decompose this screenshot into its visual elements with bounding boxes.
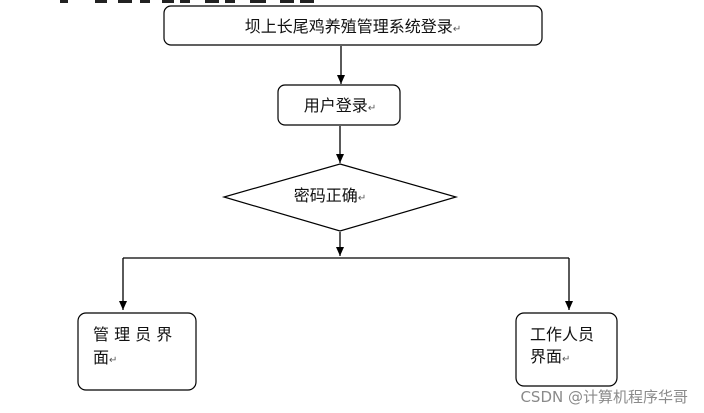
svg-text:工作人员: 工作人员 — [530, 325, 594, 344]
paragraph-mark: ↵ — [453, 24, 461, 35]
svg-text:密码正确↵: 密码正确↵ — [294, 186, 366, 205]
paragraph-mark: ↵ — [358, 193, 366, 204]
system-login-node: 坝上长尾鸡养殖管理系统登录↵ — [163, 5, 543, 46]
svg-text:界面↵: 界面↵ — [530, 347, 570, 366]
svg-text:坝上长尾鸡养殖管理系统登录↵: 坝上长尾鸡养殖管理系统登录↵ — [245, 17, 461, 36]
worker-ui-node: 工作人员 界面↵ — [515, 312, 618, 387]
paragraph-mark: ↵ — [368, 103, 376, 114]
system-login-label: 坝上长尾鸡养殖管理系统登录 — [245, 17, 453, 36]
paragraph-mark: ↵ — [109, 355, 117, 366]
svg-text:面↵: 面↵ — [93, 348, 117, 367]
paragraph-mark: ↵ — [562, 354, 570, 365]
user-login-node: 用户登录↵ — [277, 84, 401, 126]
worker-ui-label-line2: 界面 — [530, 347, 562, 366]
csdn-watermark: CSDN @计算机程序华哥 — [520, 388, 688, 406]
admin-ui-label-line2: 面 — [93, 348, 109, 367]
svg-text:用户登录↵: 用户登录↵ — [304, 96, 376, 115]
worker-ui-label-line1: 工作人员 — [530, 325, 594, 344]
admin-ui-label-line1: 管 理 员 界 — [93, 325, 172, 344]
user-login-label: 用户登录 — [304, 96, 368, 115]
password-check-decision: 密码正确↵ — [221, 163, 459, 232]
svg-text:管 理 员 界: 管 理 员 界 — [93, 325, 172, 344]
admin-ui-node: 管 理 员 界 面↵ — [77, 312, 197, 391]
password-check-label: 密码正确 — [294, 186, 358, 205]
clipped-top-text — [60, 0, 314, 3]
